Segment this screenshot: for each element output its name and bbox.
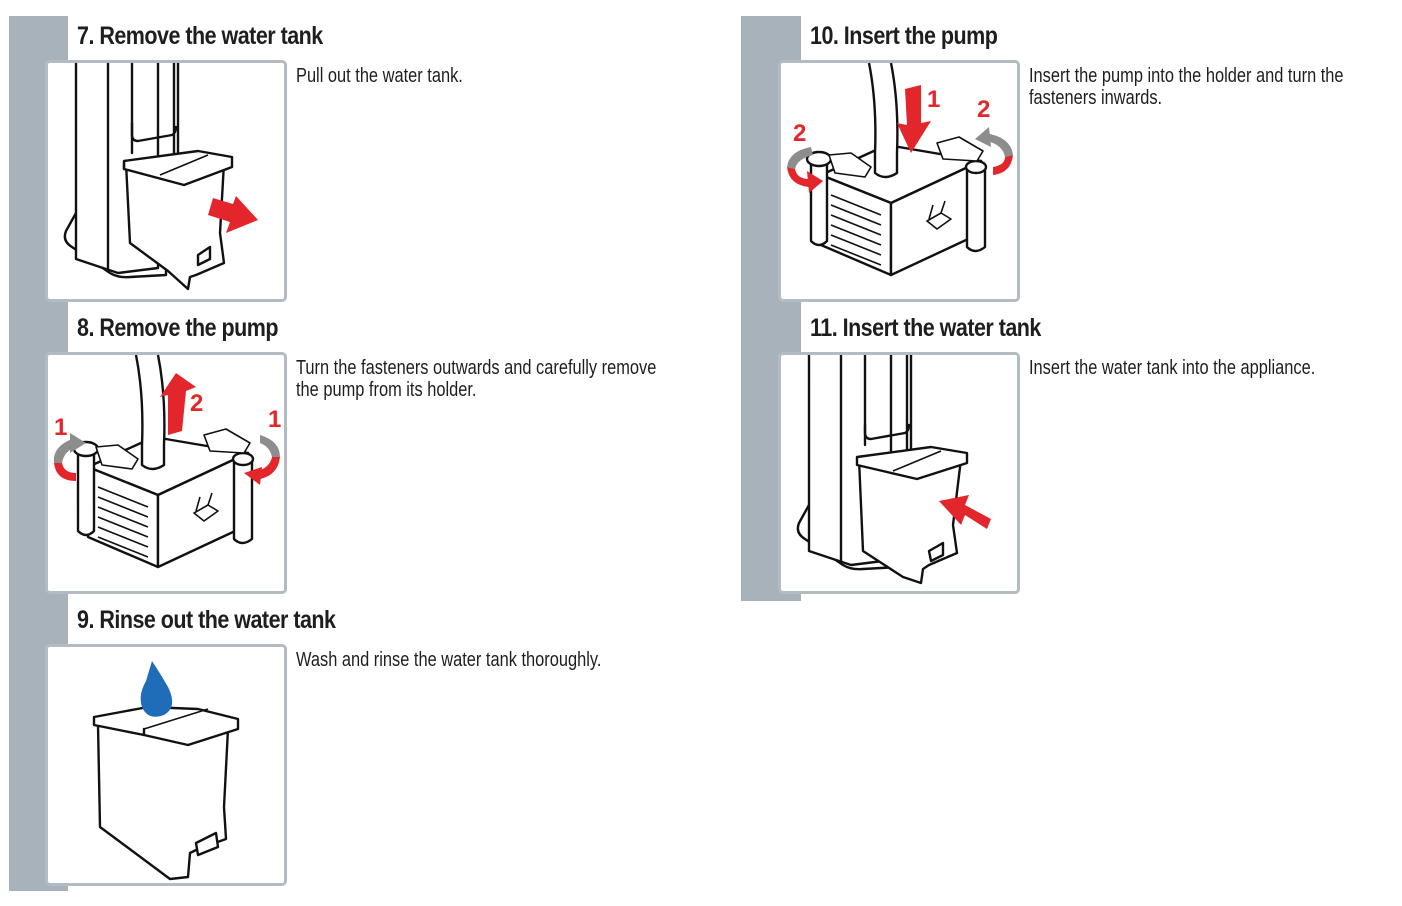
step-8-title: 8. Remove the pump [77, 314, 279, 342]
step-11-header [801, 308, 1101, 350]
step-10-description: Insert the pump into the holder and turn… [1029, 65, 1344, 109]
step-10-header [801, 16, 1101, 58]
water-drop-icon [140, 661, 173, 717]
callout-1-left: 1 [54, 414, 67, 441]
step-7-header [68, 16, 368, 58]
step-8-header [68, 308, 368, 350]
step-10-title: 10. Insert the pump [810, 22, 998, 50]
step-7-description: Pull out the water tank. [296, 65, 463, 87]
callout-2-left: 2 [793, 120, 806, 147]
step-11-description: Insert the water tank into the appliance… [1029, 357, 1316, 379]
callout-1: 1 [927, 86, 940, 113]
callout-2: 2 [190, 390, 203, 417]
step-9-title: 9. Rinse out the water tank [77, 606, 336, 634]
step-8-description: Turn the fasteners outwards and carefull… [296, 357, 657, 401]
remove-pump-illustration: 2 1 1 [45, 352, 287, 594]
rinse-tank-illustration [45, 644, 287, 886]
callout-1-right: 1 [268, 406, 281, 433]
callout-2-right: 2 [977, 96, 990, 123]
step-11-title: 11. Insert the water tank [810, 314, 1041, 342]
insert-water-tank-illustration [778, 352, 1020, 594]
step-9-header [68, 600, 368, 642]
insert-pump-illustration: 1 2 2 [778, 60, 1020, 302]
step-9-description: Wash and rinse the water tank thoroughly… [296, 649, 602, 671]
remove-water-tank-illustration [45, 60, 287, 302]
step-7-title: 7. Remove the water tank [77, 22, 323, 50]
